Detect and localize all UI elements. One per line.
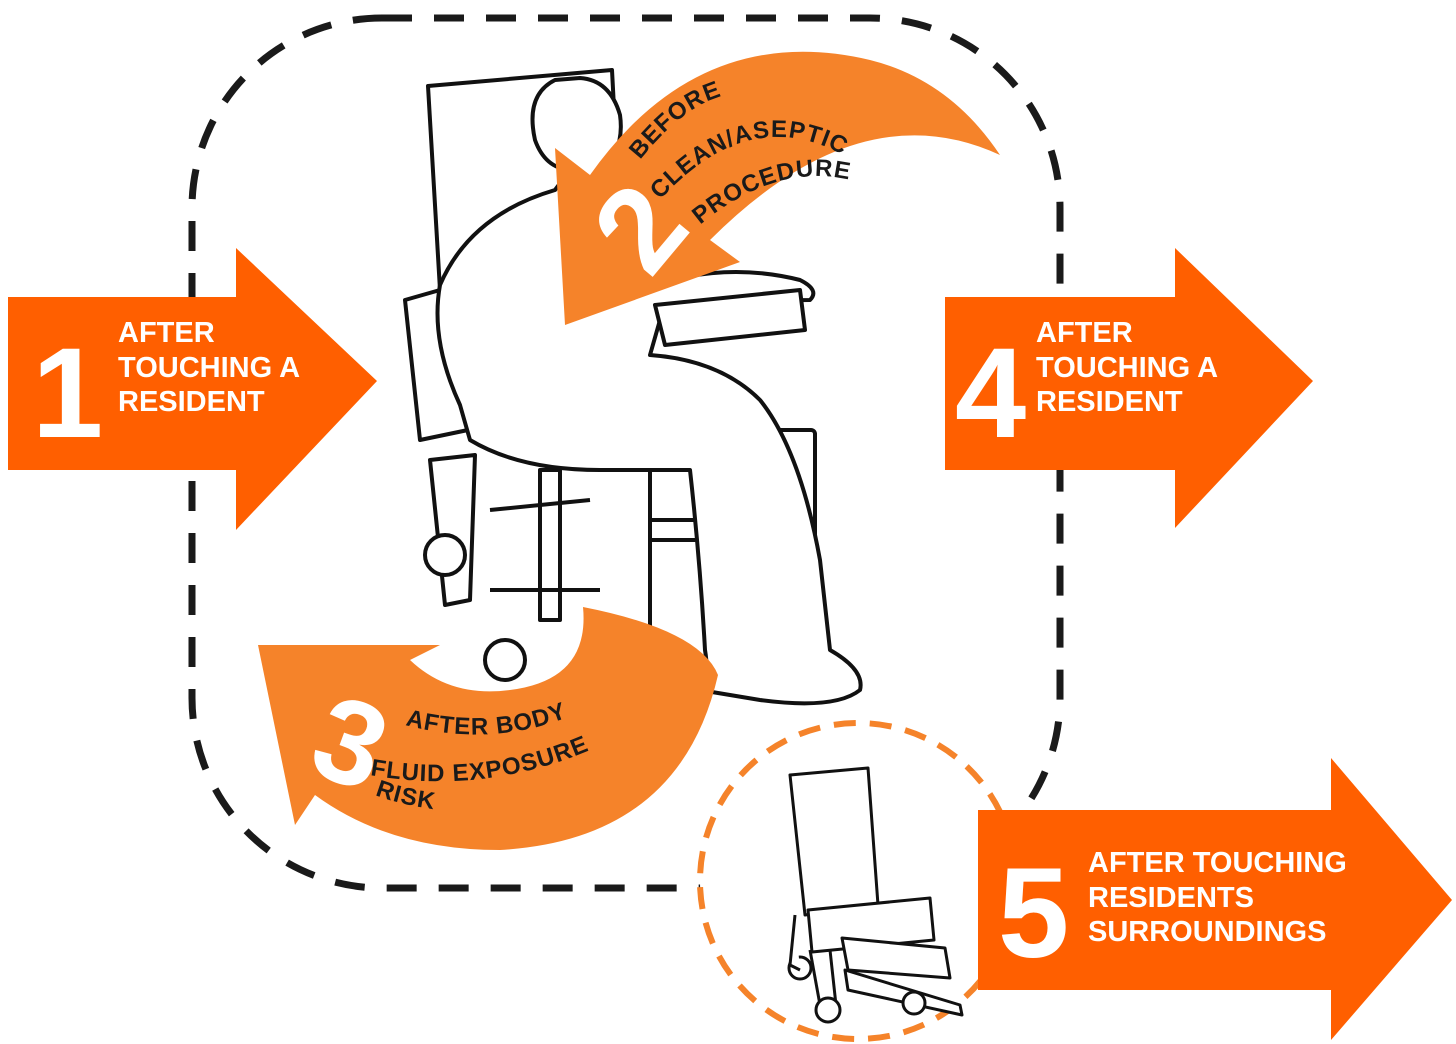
moment-4-line-1: AFTER bbox=[1036, 316, 1218, 351]
moment-4-number: 4 bbox=[955, 330, 1026, 458]
moment-4-line-3: RESIDENT bbox=[1036, 385, 1218, 420]
moment-4-line-2: TOUCHING A bbox=[1036, 351, 1218, 386]
moment-1-line-2: TOUCHING A bbox=[118, 351, 300, 386]
moment-5-label: AFTER TOUCHING RESIDENTS SURROUNDINGS bbox=[1088, 846, 1347, 950]
moment-1-line-1: AFTER bbox=[118, 316, 300, 351]
moment-1-line-3: RESIDENT bbox=[118, 385, 300, 420]
moment-4-label: AFTER TOUCHING A RESIDENT bbox=[1036, 316, 1218, 420]
moment-5-number: 5 bbox=[998, 850, 1069, 978]
moment-5-line-3: SURROUNDINGS bbox=[1088, 915, 1347, 950]
moment-1-number: 1 bbox=[32, 330, 103, 458]
moment-1-label: AFTER TOUCHING A RESIDENT bbox=[118, 316, 300, 420]
moment-5-line-2: RESIDENTS bbox=[1088, 881, 1347, 916]
moment-5-line-1: AFTER TOUCHING bbox=[1088, 846, 1347, 881]
